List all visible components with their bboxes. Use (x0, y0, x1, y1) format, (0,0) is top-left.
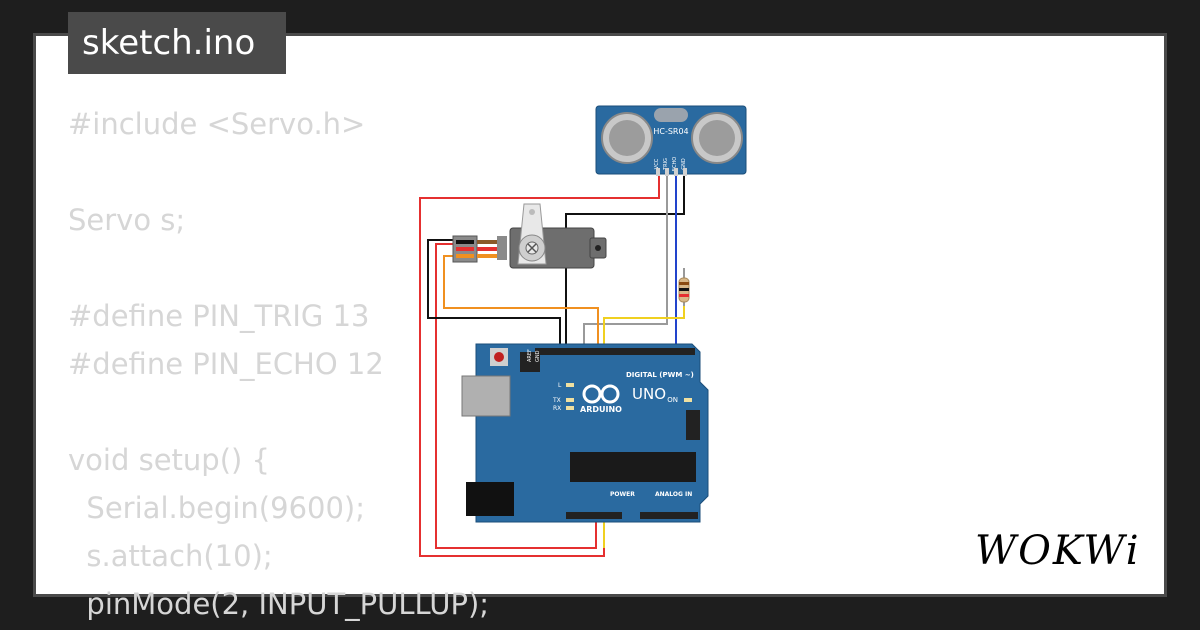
arduino-infinity-logo (582, 384, 620, 404)
led-tx-label: TX (552, 397, 561, 404)
gnd-label: GND (535, 350, 541, 362)
model-label: UNO (632, 385, 666, 403)
wire-black-gnd (565, 172, 685, 352)
power-header (566, 512, 622, 519)
sensor-pin-label: GND (681, 158, 687, 170)
code-line (68, 388, 448, 436)
code-editor: #include <Servo.h> Servo s; #define PIN_… (68, 100, 489, 621)
wire-red-vcc (419, 172, 660, 557)
led-l-label: L (558, 382, 562, 389)
code-line: Serial.begin(9600); (68, 491, 366, 525)
led-l (566, 383, 574, 387)
code-line (68, 244, 448, 292)
code-line: #include <Servo.h> (68, 107, 366, 141)
led-rx-label: RX (553, 405, 561, 412)
power-jack (466, 482, 514, 516)
code-line: Servo s; (68, 203, 186, 237)
code-line: #define PIN_ECHO 12 (68, 347, 384, 381)
reset-button[interactable] (494, 352, 504, 362)
sensor-pin-label: TRIG (663, 158, 669, 171)
led-on (684, 398, 692, 402)
aref-label: AREF (527, 349, 533, 362)
analog-header (640, 512, 698, 519)
digital-pwm-label: DIGITAL (PWM ~) (626, 371, 694, 379)
sensor-pin-label: ECHO (672, 157, 678, 171)
digital-header (535, 348, 695, 355)
arduino-uno-board[interactable]: L TX RX ON DIGITAL (PWM ~) ARDUINO UNO P… (461, 343, 709, 523)
led-rx (566, 406, 574, 410)
power-label: POWER (610, 491, 635, 498)
analog-in-label: ANALOG IN (655, 491, 692, 498)
wires (419, 172, 685, 557)
led-on-label: ON (667, 396, 678, 404)
wokwi-logo-text: WOKWi (975, 528, 1141, 574)
ultrasonic-sensor[interactable]: HC-SR04 VCC TRIG ECHO GND (595, 105, 747, 176)
file-tab[interactable]: sketch.ino (68, 12, 286, 74)
wokwi-logo: WOKWi (975, 528, 1141, 574)
icsp-header-top (520, 352, 540, 372)
code-line (68, 148, 448, 196)
resistor[interactable] (678, 268, 690, 306)
wire-orange-signal (443, 255, 599, 352)
servo-motor[interactable] (452, 203, 607, 269)
code-line: void setup() { (68, 443, 270, 477)
code-line: s.attach(10); (68, 539, 273, 573)
usb-port (461, 375, 511, 417)
code-line: pinMode(2, INPUT_PULLUP); (68, 587, 490, 621)
sensor-label: HC-SR04 (653, 127, 688, 136)
led-tx (566, 398, 574, 402)
microcontroller-chip (570, 452, 696, 482)
icsp-header-right (686, 410, 700, 440)
brand-label: ARDUINO (580, 405, 622, 414)
wire-red-servo (435, 243, 597, 549)
wire-gray-trig (583, 172, 668, 352)
file-tab-label: sketch.ino (82, 23, 256, 63)
code-line: #define PIN_TRIG 13 (68, 299, 370, 333)
wire-black-servo (427, 239, 561, 352)
sensor-pin-label: VCC (654, 158, 660, 169)
